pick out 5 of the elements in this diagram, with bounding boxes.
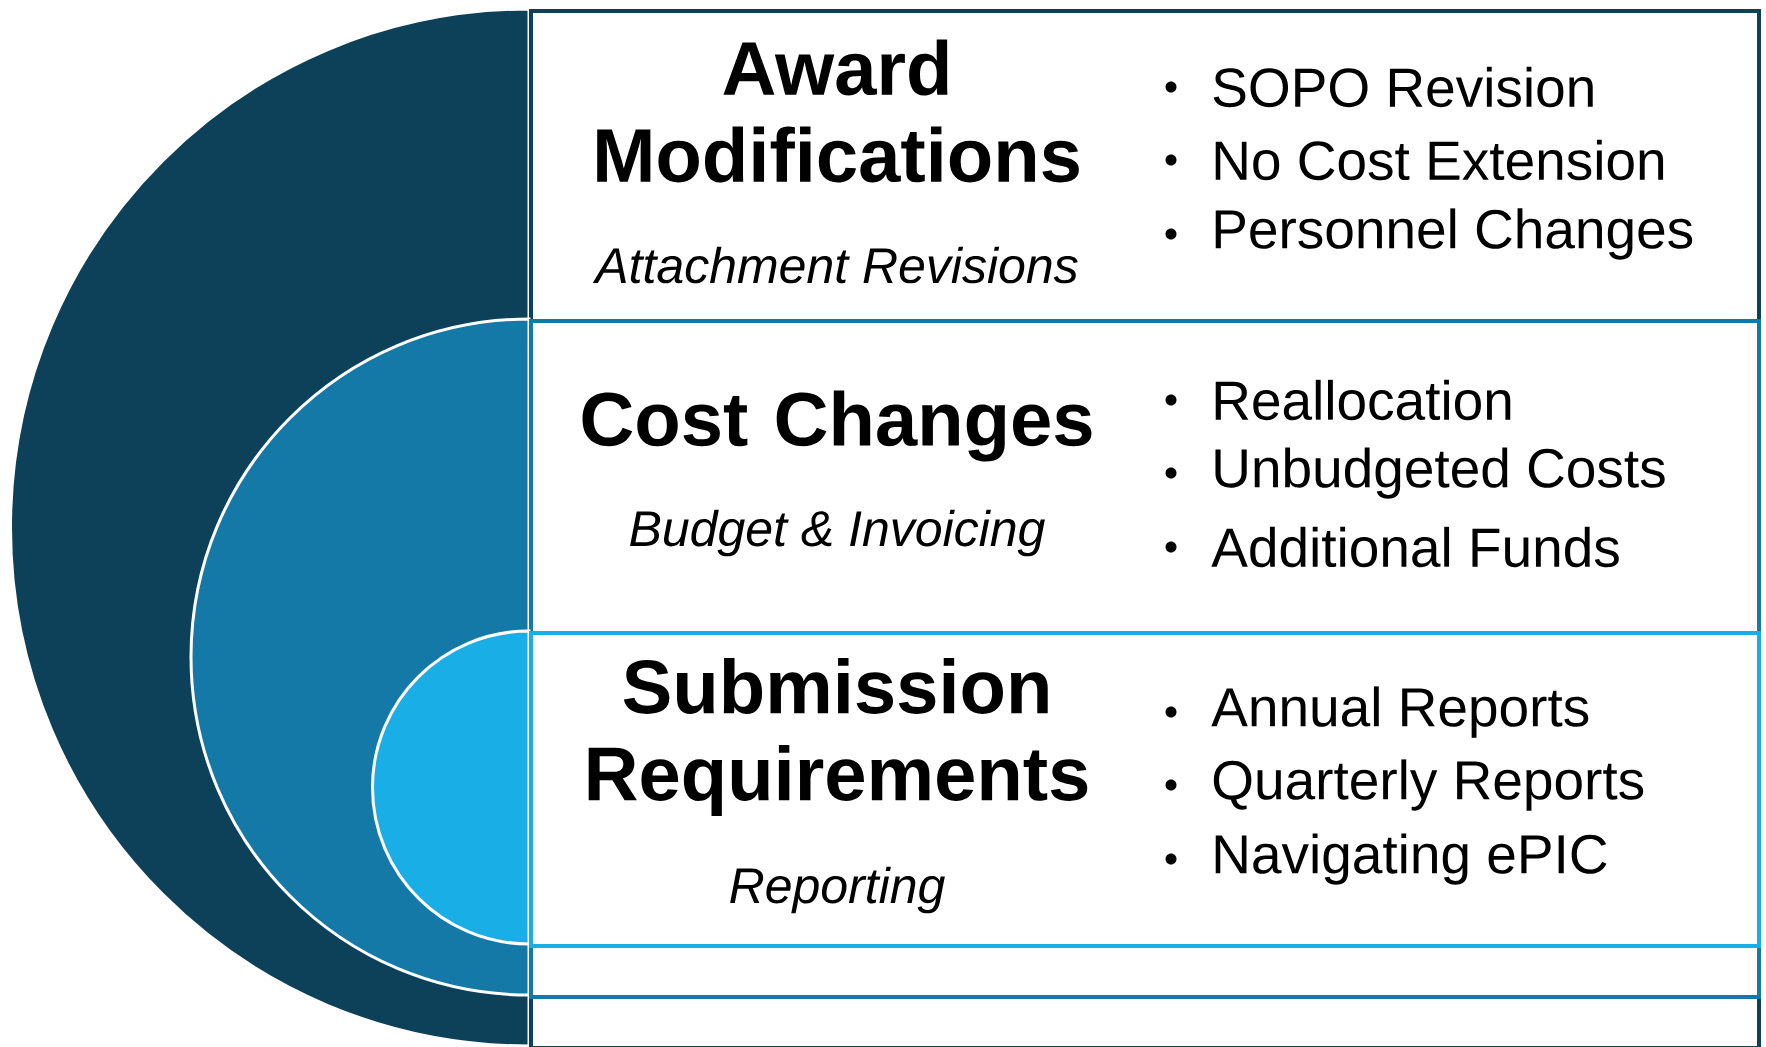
band-title: Award Modifications bbox=[597, 39, 1079, 183]
bullet-item: Personnel Changes bbox=[1215, 208, 1693, 260]
bullet-item: No Cost Extension bbox=[1215, 139, 1664, 181]
bullet-item: SOPO Revision bbox=[1213, 66, 1593, 108]
band-subtitle: Attachment Revisions bbox=[592, 246, 1078, 284]
